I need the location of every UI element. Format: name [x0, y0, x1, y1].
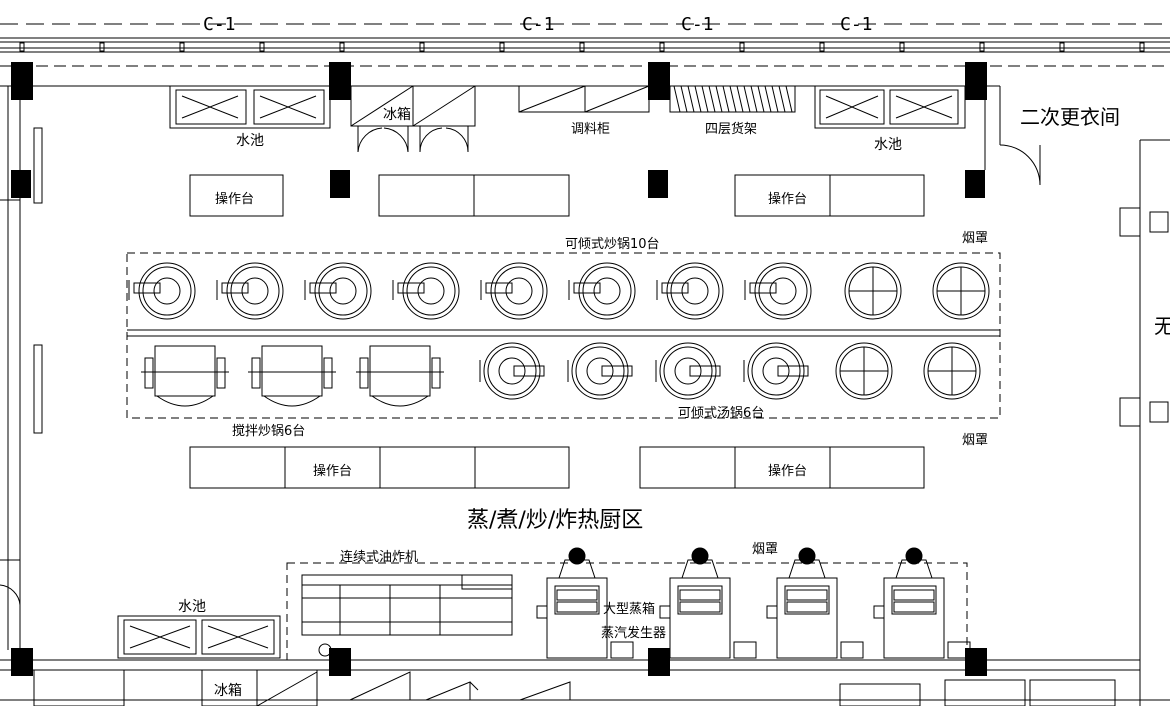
label-seasoning-cabinet: 调料柜: [571, 122, 611, 137]
label-fridge-top: 冰箱: [383, 107, 411, 123]
grid-label-1: C-1: [203, 14, 236, 35]
sink-top-left: [169, 85, 331, 129]
label-steam-gen: 蒸汽发生器: [601, 626, 667, 641]
sink-bottom: [117, 615, 281, 659]
label-hood: 烟罩: [962, 231, 989, 246]
room-right-partial: 无: [1154, 314, 1170, 338]
tilting-wok: [480, 262, 548, 320]
room-changing: 二次更衣间: [1020, 105, 1120, 129]
tilting-wok: [128, 262, 196, 320]
grid-label-3: C-1: [681, 14, 714, 35]
tilting-soup-pot: [479, 342, 545, 400]
mixer-wok: [141, 345, 229, 407]
tilting-wok: [656, 262, 724, 320]
label-tilting-soup: 可倾式汤锅6台: [678, 406, 765, 421]
workbenches: [189, 174, 925, 489]
label-hood: 烟罩: [752, 542, 779, 557]
tilting-wok: [304, 262, 372, 320]
structural-columns: [11, 62, 987, 676]
label-mixer-wok: 搅拌炒锅6台: [232, 424, 306, 439]
label-fryer: 连续式油炸机: [340, 550, 419, 565]
label-steamer: 大型蒸箱: [603, 602, 656, 617]
grid-label-4: C-1: [840, 14, 873, 35]
label-tilting-wok: 可倾式炒锅10台: [565, 237, 660, 252]
tilting-wok: [568, 262, 636, 320]
tilting-wok: [932, 262, 990, 320]
tilting-soup-pot: [743, 342, 809, 400]
tilting-wok: [392, 262, 460, 320]
tilting-wok: [216, 262, 284, 320]
tilting-wok: [844, 262, 902, 320]
steamer-unit: [766, 547, 864, 659]
label-shelf: 四层货架: [705, 122, 758, 137]
label-workbench: 操作台: [215, 192, 255, 207]
grid-label-2: C-1: [522, 14, 555, 35]
bottom-fixtures: [33, 207, 1169, 706]
mixer-wok: [248, 345, 336, 407]
tilting-soup-pot: [923, 342, 981, 400]
steamer-unit: [659, 547, 757, 659]
label-sink-top-right: 水池: [874, 137, 902, 153]
four-tier-shelf: [669, 85, 796, 113]
sink-top-right: [814, 85, 966, 129]
continuous-fryer: [301, 574, 513, 657]
label-hood: 烟罩: [962, 433, 989, 448]
tilting-soup-pot: [655, 342, 721, 400]
label-workbench: 操作台: [768, 464, 808, 479]
label-fridge-bottom: 冰箱: [214, 683, 242, 699]
steamer-unit: [873, 547, 971, 659]
label-workbench: 操作台: [313, 464, 353, 479]
tilting-soup-pot: [567, 342, 633, 400]
label-workbench: 操作台: [768, 192, 808, 207]
mixer-wok: [356, 345, 444, 407]
steamer-unit: [536, 547, 634, 659]
tilting-soup-pot: [835, 342, 893, 400]
tilting-wok: [744, 262, 812, 320]
label-sink-top-left: 水池: [236, 133, 264, 149]
fridge-top: [350, 85, 476, 153]
room-main: 蒸/煮/炒/炸热厨区: [467, 508, 644, 533]
label-sink-bottom: 水池: [178, 599, 206, 615]
seasoning-cabinet: [518, 85, 650, 113]
